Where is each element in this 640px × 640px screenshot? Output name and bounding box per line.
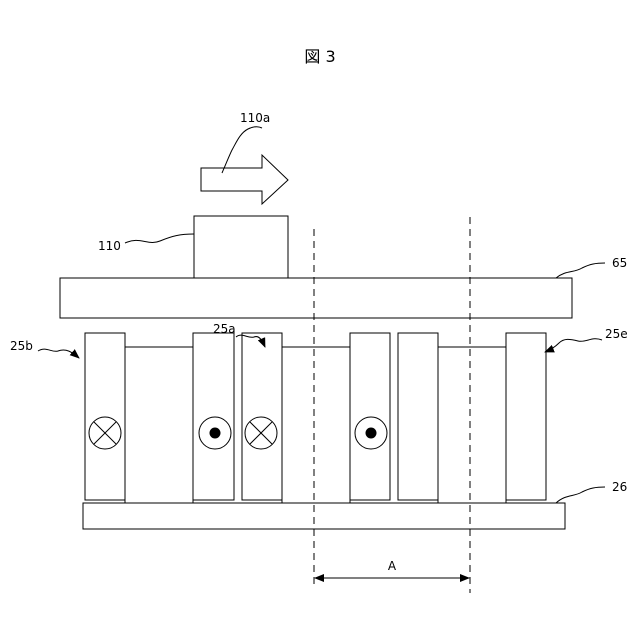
core-center — [282, 347, 350, 503]
label-110: 110 — [98, 239, 121, 253]
current-out-of-page-icon — [355, 417, 387, 449]
magnet-unit-25e — [398, 333, 546, 503]
moving-block — [194, 216, 288, 278]
label-25a: 25a — [213, 322, 236, 336]
base-plate — [83, 503, 565, 529]
label-dimension-a: A — [388, 559, 397, 573]
leader-line-26 — [556, 487, 605, 503]
plate — [60, 278, 572, 318]
leader-line-110 — [125, 234, 194, 243]
current-out-of-page-icon — [199, 417, 231, 449]
coil-right — [193, 333, 234, 500]
leader-arrow-25b — [38, 349, 79, 358]
leader-line-110a — [222, 127, 262, 173]
core-center — [125, 347, 193, 503]
leader-arrow-25e — [545, 339, 602, 352]
coil-left — [242, 333, 282, 500]
core-center — [438, 347, 506, 503]
label-25e: 25e — [605, 327, 628, 341]
label-110a: 110a — [240, 111, 270, 125]
label-25b: 25b — [10, 339, 33, 353]
label-26: 26 — [612, 480, 627, 494]
current-into-page-icon — [89, 417, 121, 449]
coil-left — [398, 333, 438, 500]
movement-arrow — [201, 155, 288, 204]
coil-right — [350, 333, 390, 500]
coil-right — [506, 333, 546, 500]
label-65: 65 — [612, 256, 627, 270]
figure-title: 図 3 — [304, 47, 335, 66]
leader-line-65 — [556, 263, 605, 278]
current-into-page-icon — [245, 417, 277, 449]
